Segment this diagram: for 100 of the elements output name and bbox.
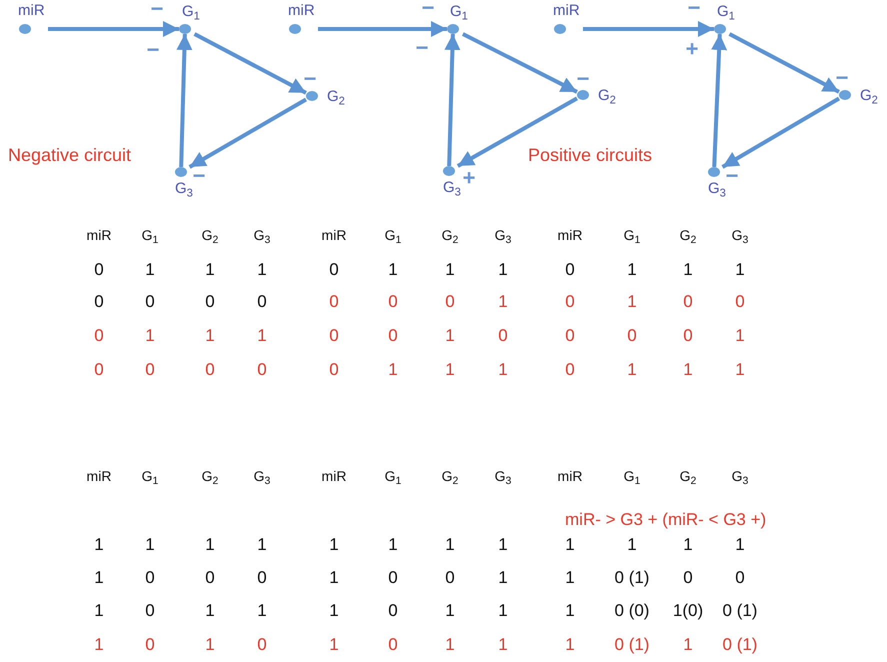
table-cell: 1 [627,535,637,555]
table-header: G$_{1}$ [624,226,640,245]
table-header: G$_{2}$ [202,226,218,245]
table-cell: 1 [94,601,104,621]
table-cell: 1 [388,360,398,380]
table-cell: 1 [735,360,745,380]
table-cell: 0 [329,360,339,380]
table-cell: 0 [145,568,155,588]
table-cell: 1 [94,635,104,655]
table-cell: 1 [498,601,508,621]
table-header: G$_{1}$ [384,467,402,486]
table-cell: 1 [498,568,508,588]
table-cell: 1 [627,292,637,312]
sign-label: − [836,67,848,89]
table-cell: 1 [565,568,575,588]
arrow [711,34,728,168]
table-cell: 0 [388,568,398,588]
node-label: G$_{2}$ [598,87,616,105]
sign-label: − [726,165,738,187]
sign-label: − [150,0,164,20]
table-cell: 0 [683,326,693,346]
table-cell: 0 (0) [614,601,650,621]
table-cell: 0 [145,635,155,655]
table-header: miR [558,467,582,486]
table-header: miR [558,226,582,245]
note-text: miR- > G3 + (miR- < G3 +) [565,510,766,530]
table-cell: 1 [498,260,508,280]
table-header: G$_{3}$ [494,226,512,245]
table-cell: 1 [498,535,508,555]
table-cell: 0 [627,326,637,346]
table-cell: 0 [388,292,398,312]
table-cell: 1 [445,260,455,280]
table-cell: 0 [329,292,339,312]
table-cell: 1 [683,535,693,555]
sign-label: − [422,0,434,19]
table-cell: 1 [445,635,455,655]
table-header: G$_{1}$ [384,226,402,245]
circuit-caption: Positive circuits [528,145,652,166]
table-cell: 0 [683,568,693,588]
table-cell: 0 [735,568,745,588]
table-cell: 1 [683,635,693,655]
sign-label: − [688,0,700,19]
table-cell: 0 [145,292,155,312]
table-cell: 0 [565,326,575,346]
arrow [722,96,840,169]
table-cell: 1 [388,535,398,555]
table-cell: 0 [565,360,575,380]
table-cell: 1 [445,326,455,346]
table-cell: 0 [257,635,267,655]
table-cell: 1 [205,635,215,655]
table-header: G$_{2}$ [680,467,696,486]
node-label: G$_{2}$ [327,88,345,106]
table-cell: 0 [145,601,155,621]
table-header: miR [322,467,346,486]
table-cell: 0 [257,292,267,312]
table-cell: 0 [329,326,339,346]
arrow [444,34,460,166]
arrow [728,32,840,94]
table-cell: 0 [683,292,693,312]
table-cell: 1 [627,360,637,380]
table-cell: 1 [257,601,267,621]
table-cell: 1 [498,635,508,655]
table-cell: 0 [329,260,339,280]
table-cell: 0 (1) [722,635,758,655]
arrow [188,98,307,169]
table-header: G$_{1}$ [624,467,640,486]
sign-label: + [686,38,698,60]
table-cell: 1 [145,535,155,555]
table-cell: 0 [205,292,215,312]
table-cell: 1 [329,601,339,621]
sign-label: + [462,167,476,189]
circuit-caption: Negative circuit [8,145,132,166]
node-label: G$_{1}$ [182,3,200,21]
table-cell: 1 [205,601,215,621]
table-cell: 0 [94,326,104,346]
table-cell: 1 [329,635,339,655]
table-cell: 1 [257,260,267,280]
table-cell: 1 [445,601,455,621]
node-label: G$_{2}$ [860,87,878,105]
table-cell: 1 [683,360,693,380]
table-cell: 0 [388,601,398,621]
table-header: G$_{1}$ [142,226,158,245]
table-header: miR [86,467,112,486]
sign-label: − [146,39,160,61]
arrow [583,21,714,37]
table-header: G$_{3}$ [732,467,748,486]
table-cell: 0 [257,360,267,380]
table-header: G$_{3}$ [254,467,270,486]
table-header: G$_{2}$ [442,226,458,245]
table-header: miR [86,226,112,245]
table-cell: 0 [94,360,104,380]
node-label: G$_{1}$ [717,3,735,21]
table-header: G$_{3}$ [254,226,270,245]
node-label: G$_{3}$ [443,179,461,197]
table-cell: 1 [498,292,508,312]
node-label: G$_{3}$ [708,180,726,198]
table-cell: 0 [388,635,398,655]
table-cell: 1 [388,260,398,280]
table-cell: 1 [329,568,339,588]
table-cell: 1 [735,535,745,555]
